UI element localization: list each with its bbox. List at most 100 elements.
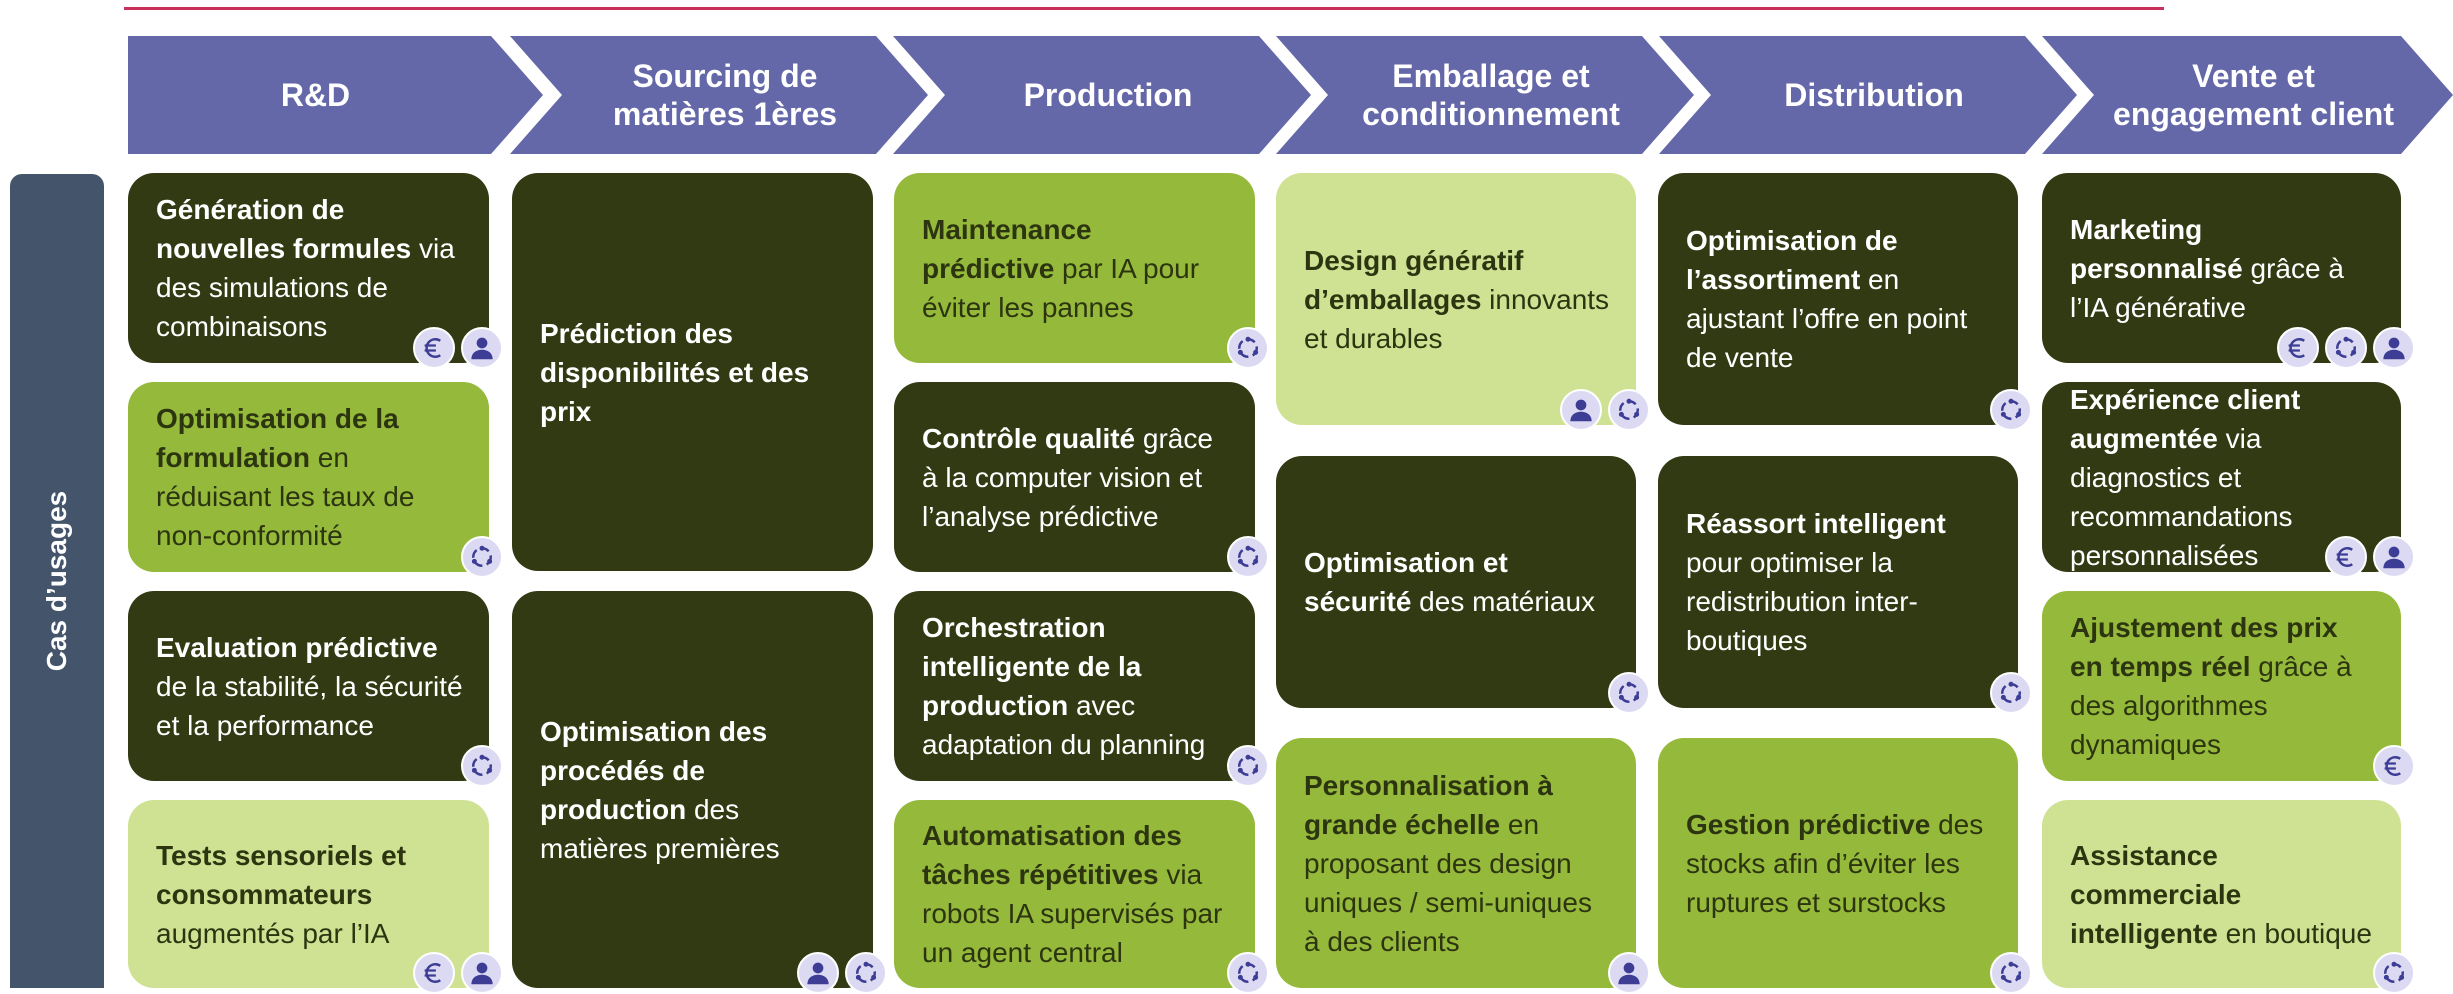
stage-r-d: R&D xyxy=(128,36,543,154)
icon-badges xyxy=(2373,745,2415,787)
use-case-text: Expérience client augmentée via diagnost… xyxy=(2070,380,2375,575)
use-case-text: Personnalisation à grande échelle en pro… xyxy=(1304,766,1610,961)
use-case-card: Expérience client augmentée via diagnost… xyxy=(2042,380,2415,578)
cycle-icon xyxy=(2373,952,2415,994)
euro-icon xyxy=(2277,327,2319,369)
person-icon xyxy=(461,952,503,994)
use-case-card: Optimisation et sécurité des matériaux xyxy=(1276,456,1650,714)
top-accent-line xyxy=(124,7,2164,10)
stage-emballage-et-conditionnement: Emballage et conditionnement xyxy=(1276,36,1694,154)
use-case-description: innovants et durables xyxy=(1304,283,1610,354)
cycle-icon xyxy=(1990,952,2032,994)
stage-production: Production xyxy=(893,36,1311,154)
cycle-icon xyxy=(2325,327,2367,369)
use-case-title: Optimisation des procédés de production xyxy=(540,715,768,825)
use-case-description: en boutique xyxy=(2217,917,2372,949)
use-case-title: Personnalisation à grande échelle xyxy=(1304,769,1553,840)
use-case-card: Optimisation de l’assortiment en ajustan… xyxy=(1658,173,2032,431)
cycle-icon xyxy=(845,952,887,994)
use-case-description: via des simulations de combinaisons xyxy=(156,233,455,342)
use-case-card: Contrôle qualité grâce à la computer vis… xyxy=(894,382,1269,578)
use-case-card: Optimisation de la formulation en réduis… xyxy=(128,382,503,578)
icon-badges xyxy=(1990,389,2032,431)
icon-badges xyxy=(1990,952,2032,994)
use-case-description: en réduisant les taux de non-conformité xyxy=(156,442,415,551)
use-case-text: Tests sensoriels et consommateurs augmen… xyxy=(156,836,463,953)
use-case-card: Génération de nouvelles formules via des… xyxy=(128,173,503,369)
euro-icon xyxy=(2373,745,2415,787)
cycle-icon xyxy=(1608,672,1650,714)
use-case-description: via robots IA supervisés par un agent ce… xyxy=(922,859,1223,968)
use-case-title: Tests sensoriels et consommateurs xyxy=(156,839,407,910)
use-case-description: par IA pour éviter les pannes xyxy=(922,252,1200,323)
use-case-text: Design génératif d’emballages innovants … xyxy=(1304,241,1610,358)
cycle-icon xyxy=(1990,389,2032,431)
use-case-card: Gestion prédictive des stocks afin d’évi… xyxy=(1658,738,2032,994)
use-case-title: Optimisation et sécurité xyxy=(1304,547,1508,617)
use-case-text: Gestion prédictive des stocks afin d’évi… xyxy=(1686,805,1992,922)
icon-badges xyxy=(461,745,503,787)
cycle-icon xyxy=(1227,952,1269,994)
icon-badges xyxy=(413,327,503,369)
stage-label: Emballage et conditionnement xyxy=(1362,58,1620,132)
use-case-card: Maintenance prédictive par IA pour évite… xyxy=(894,173,1269,369)
use-case-text: Génération de nouvelles formules via des… xyxy=(156,190,463,346)
cycle-icon xyxy=(1227,536,1269,578)
icon-badges xyxy=(461,536,503,578)
icon-badges xyxy=(1608,672,1650,714)
use-case-title: Réassort intelligent xyxy=(1686,508,1946,539)
use-case-card: Assistance commerciale intelligente en b… xyxy=(2042,800,2415,994)
sidebar-label: Cas d’usages xyxy=(41,490,72,672)
use-case-card: Ajustement des prix en temps réel grâce … xyxy=(2042,591,2415,787)
stage-distribution: Distribution xyxy=(1659,36,2077,154)
stage-label: Sourcing de matières 1ères xyxy=(612,58,838,132)
use-case-card: Optimisation des procédés de production … xyxy=(512,591,887,994)
use-case-description: grâce à des algorithmes dynamiques xyxy=(2070,651,2352,760)
cycle-icon xyxy=(1608,389,1650,431)
use-case-description: en proposant des design uniques / semi-u… xyxy=(1304,808,1592,957)
icon-badges xyxy=(2325,536,2415,578)
use-case-title: Prédiction des disponibilités et des pri… xyxy=(540,317,810,427)
use-case-description: des matières premières xyxy=(540,793,780,864)
use-case-card: Tests sensoriels et consommateurs augmen… xyxy=(128,800,503,994)
use-case-card: Orchestration intelligente de la product… xyxy=(894,591,1269,787)
cycle-icon xyxy=(461,536,503,578)
use-case-card: Prédiction des disponibilités et des pri… xyxy=(512,173,873,571)
use-case-text: Maintenance prédictive par IA pour évite… xyxy=(922,210,1229,327)
use-case-text: Orchestration intelligente de la product… xyxy=(922,608,1229,764)
use-case-description: grâce à l’IA générative xyxy=(2070,252,2344,323)
person-icon xyxy=(461,327,503,369)
cycle-icon xyxy=(1990,672,2032,714)
icon-badges xyxy=(797,952,887,994)
use-case-title: Evaluation prédictive xyxy=(156,631,438,663)
icon-badges xyxy=(1227,745,1269,787)
use-case-description: avec adaptation du planning xyxy=(922,690,1206,760)
use-case-text: Contrôle qualité grâce à la computer vis… xyxy=(922,419,1229,536)
person-icon xyxy=(2373,327,2415,369)
sidebar-band xyxy=(10,174,104,988)
icon-badges xyxy=(2373,952,2415,994)
use-case-title: Expérience client augmentée xyxy=(2070,383,2301,454)
person-icon xyxy=(1560,389,1602,431)
use-case-text: Marketing personnalisé grâce à l’IA géné… xyxy=(2070,210,2375,327)
use-case-title: Optimisation de la formulation xyxy=(156,403,399,473)
icon-badges xyxy=(1227,536,1269,578)
use-case-description: des matériaux xyxy=(1411,586,1596,617)
use-case-title: Ajustement des prix en temps réel xyxy=(2070,612,2338,682)
cycle-icon xyxy=(1227,327,1269,369)
use-case-text: Optimisation des procédés de production … xyxy=(540,712,847,868)
use-case-description: pour optimiser la redistribution inter-b… xyxy=(1686,547,1918,656)
use-case-title: Génération de nouvelles formules xyxy=(156,194,412,264)
use-case-card: Marketing personnalisé grâce à l’IA géné… xyxy=(2042,173,2415,369)
icon-badges xyxy=(1560,389,1650,431)
use-case-text: Optimisation de l’assortiment en ajustan… xyxy=(1686,221,1992,377)
use-case-card: Design génératif d’emballages innovants … xyxy=(1276,173,1650,431)
use-case-text: Evaluation prédictive de la stabilité, l… xyxy=(156,628,463,745)
use-case-text: Ajustement des prix en temps réel grâce … xyxy=(2070,608,2375,764)
icon-badges xyxy=(1227,952,1269,994)
use-case-card: Evaluation prédictive de la stabilité, l… xyxy=(128,591,503,787)
stage-sourcing-de-matieres-1eres: Sourcing de matières 1ères xyxy=(510,36,928,154)
use-case-title: Orchestration intelligente de la product… xyxy=(922,612,1142,721)
use-case-text: Prédiction des disponibilités et des pri… xyxy=(540,314,847,431)
use-case-title: Contrôle qualité xyxy=(922,422,1136,454)
